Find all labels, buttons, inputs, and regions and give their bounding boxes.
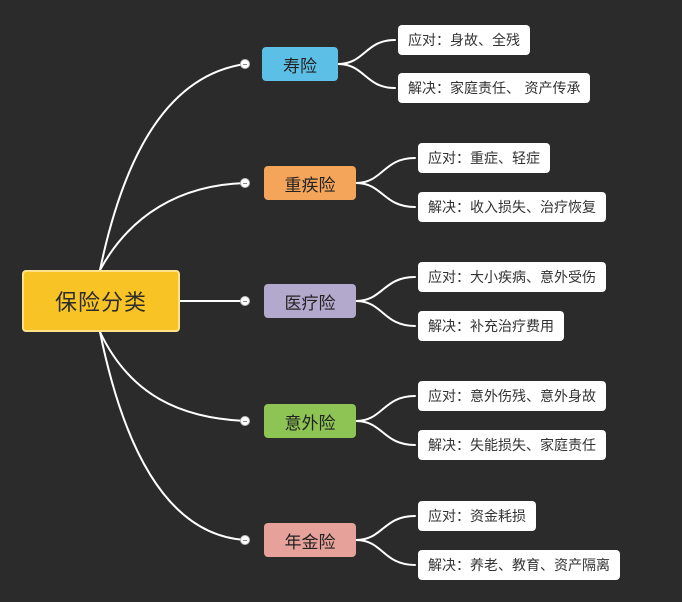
category-label: 意外险: [284, 413, 336, 434]
leaf-node[interactable]: 应对：资金耗损: [418, 501, 536, 531]
root-node[interactable]: 保险分类: [22, 270, 180, 332]
link-cat-0-leaf-1: [337, 63, 396, 89]
leaf-label: 解决：家庭责任、 资产传承: [408, 81, 581, 97]
collapse-knob-icon[interactable]: [240, 296, 250, 306]
collapse-knob-icon[interactable]: [240, 59, 250, 69]
link-root-cat-1: [99, 182, 246, 271]
category-node-annuity[interactable]: 年金险: [264, 523, 356, 557]
collapse-knob-icon[interactable]: [240, 416, 250, 426]
link-cat-1-leaf-0: [355, 157, 416, 184]
leaf-label: 应对：资金耗损: [428, 509, 526, 525]
leaf-node[interactable]: 解决：收入损失、治疗恢复: [418, 192, 606, 222]
leaf-node[interactable]: 解决：养老、教育、资产隔离: [418, 550, 620, 580]
leaf-node[interactable]: 应对：大小疾病、意外受伤: [418, 262, 606, 292]
leaf-label: 解决：补充治疗费用: [428, 319, 554, 335]
leaf-label: 应对：重症、轻症: [428, 151, 540, 167]
category-label: 医疗险: [284, 293, 336, 314]
link-cat-2-leaf-0: [355, 276, 416, 302]
leaf-node[interactable]: 应对：意外伤残、意外身故: [418, 381, 606, 411]
link-cat-4-leaf-1: [355, 539, 416, 566]
leaf-node[interactable]: 解决：家庭责任、 资产传承: [398, 73, 591, 103]
link-root-cat-0: [99, 63, 246, 271]
link-cat-2-leaf-1: [355, 300, 416, 327]
root-label: 保险分类: [54, 291, 147, 316]
leaf-label: 应对：身故、全残: [408, 33, 520, 49]
leaf-node[interactable]: 解决：补充治疗费用: [418, 311, 564, 341]
category-node-accident[interactable]: 意外险: [264, 404, 356, 438]
link-cat-1-leaf-1: [355, 182, 416, 208]
leaf-node[interactable]: 应对：身故、全残: [398, 25, 530, 55]
leaf-label: 解决：养老、教育、资产隔离: [428, 558, 610, 574]
category-node-medical[interactable]: 医疗险: [264, 284, 356, 318]
leaf-label: 解决：收入损失、治疗恢复: [428, 200, 596, 216]
leaf-label: 应对：意外伤残、意外身故: [428, 389, 596, 405]
link-cat-4-leaf-0: [355, 515, 416, 541]
category-label: 寿险: [283, 56, 317, 77]
link-cat-3-leaf-1: [355, 420, 416, 446]
link-cat-3-leaf-0: [355, 395, 416, 422]
link-root-cat-3: [99, 331, 246, 422]
collapse-knob-icon[interactable]: [240, 535, 250, 545]
collapse-knob-icon[interactable]: [240, 178, 250, 188]
category-node-critical-illness[interactable]: 重疾险: [264, 166, 356, 200]
leaf-node[interactable]: 应对：重症、轻症: [418, 143, 550, 173]
leaf-label: 解决：失能损失、家庭责任: [428, 438, 596, 454]
leaf-label: 应对：大小疾病、意外受伤: [428, 270, 596, 286]
category-label: 重疾险: [284, 175, 336, 196]
category-node-life[interactable]: 寿险: [262, 47, 338, 81]
category-label: 年金险: [284, 532, 336, 553]
link-cat-0-leaf-0: [337, 39, 396, 65]
leaf-node[interactable]: 解决：失能损失、家庭责任: [418, 430, 606, 460]
link-root-cat-4: [99, 331, 246, 541]
